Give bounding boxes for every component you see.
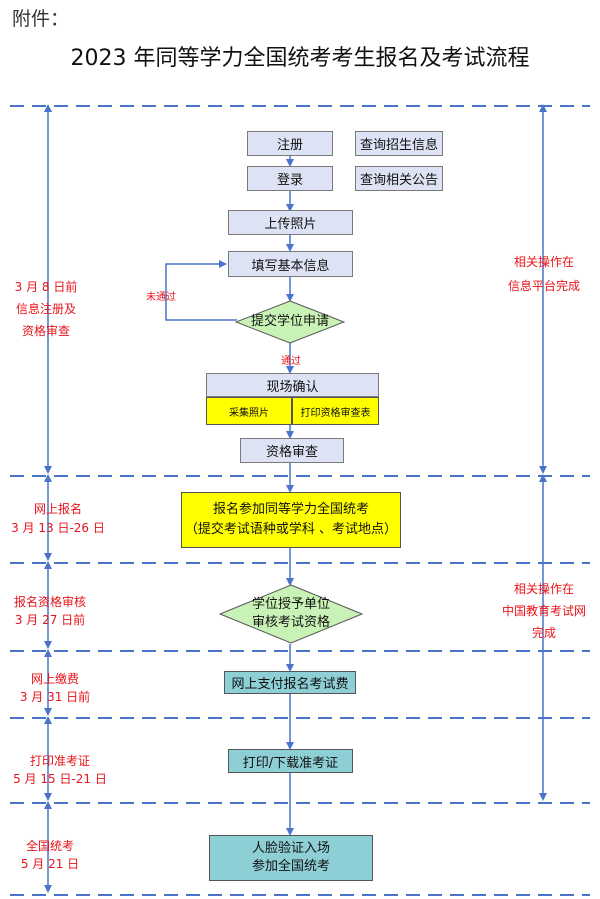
upload-photo-box: 上传照片 <box>228 210 353 235</box>
stage-payment: 网上缴费 3 月 31 日前 <box>0 670 110 706</box>
stage-3-line2: 3 月 31 日前 <box>19 690 91 704</box>
stage-0-line1: 3 月 8 日前 <box>14 280 78 294</box>
submit-degree-diamond <box>235 300 345 344</box>
query-notice-box: 查询相关公告 <box>355 166 443 191</box>
apply-exam-line1: 报名参加同等学力全国统考 <box>212 502 369 517</box>
register-box: 注册 <box>247 131 333 156</box>
stage-1-line2: 3 月 13 日-26 日 <box>11 521 105 535</box>
note-neea-line1: 相关操作在 <box>513 582 574 596</box>
note-platform-line2: 信息平台完成 <box>507 279 580 293</box>
page-title: 2023 年同等学力全国统考考生报名及考试流程 <box>70 46 530 71</box>
exam-box: 人脸验证入场 参加全国统考 <box>209 835 373 881</box>
attachment-label: 附件： <box>12 8 70 30</box>
main-flow <box>165 156 294 836</box>
stage-2-line2: 3 月 27 日前 <box>14 613 86 627</box>
stage-5-line1: 全国统考 <box>25 839 74 853</box>
stage-print-ticket: 打印准考证 5 月 15 日-21 日 <box>0 752 120 788</box>
stage-4-line1: 打印准考证 <box>29 754 90 768</box>
stage-exam: 全国统考 5 月 21 日 <box>0 837 100 873</box>
stage-3-line1: 网上缴费 <box>30 672 79 686</box>
passed-label: 通过 <box>281 356 301 367</box>
qual-review-box: 资格审查 <box>240 438 344 463</box>
stage-separators <box>10 105 590 896</box>
stage-qual-audit: 报名资格审核 3 月 27 日前 <box>0 593 100 629</box>
submit-degree-label: 提交学位申请 <box>250 314 329 329</box>
note-neea-line3: 完成 <box>531 626 556 640</box>
stage-online-apply: 网上报名 3 月 13 日-26 日 <box>0 500 116 538</box>
apply-exam-box: 报名参加同等学力全国统考 （提交考试语种或学科 、考试地点） <box>181 492 401 548</box>
exam-line2: 参加全国统考 <box>251 859 330 874</box>
print-form-box: 打印资格审查表 <box>292 397 379 425</box>
onsite-confirm-box: 现场确认 <box>206 373 379 397</box>
query-enroll-box: 查询招生信息 <box>355 131 443 156</box>
note-platform-line1: 相关操作在 <box>513 255 574 269</box>
exam-line1: 人脸验证入场 <box>251 841 330 856</box>
stage-2-line1: 报名资格审核 <box>13 595 86 609</box>
stage-0-line3: 资格审查 <box>21 324 70 338</box>
stage-5-line2: 5 月 21 日 <box>20 857 80 871</box>
login-box: 登录 <box>247 166 333 191</box>
note-platform: 相关操作在 信息平台完成 <box>492 250 596 298</box>
stage-1-line1: 网上报名 <box>33 502 82 516</box>
unit-review-line2: 审核考试资格 <box>251 615 330 630</box>
unit-review-diamond <box>219 584 363 644</box>
print-ticket-box: 打印/下载准考证 <box>228 749 353 773</box>
not-passed-label: 未通过 <box>146 292 176 303</box>
apply-exam-line2: （提交考试语种或学科 、考试地点） <box>184 522 398 537</box>
fill-info-box: 填写基本信息 <box>228 251 353 277</box>
note-neea: 相关操作在 中国教育考试网 完成 <box>492 578 596 644</box>
note-neea-line2: 中国教育考试网 <box>501 604 586 618</box>
stage-0-line2: 信息注册及 <box>15 302 76 316</box>
unit-review-line1: 学位授予单位 <box>251 597 330 612</box>
collect-photo-box: 采集照片 <box>206 397 292 425</box>
pay-fee-box: 网上支付报名考试费 <box>224 671 356 694</box>
stage-register-review: 3 月 8 日前 信息注册及 资格审查 <box>0 276 92 342</box>
stage-4-line2: 5 月 15 日-21 日 <box>13 772 107 786</box>
unit-review-label: 学位授予单位 审核考试资格 <box>219 584 363 644</box>
